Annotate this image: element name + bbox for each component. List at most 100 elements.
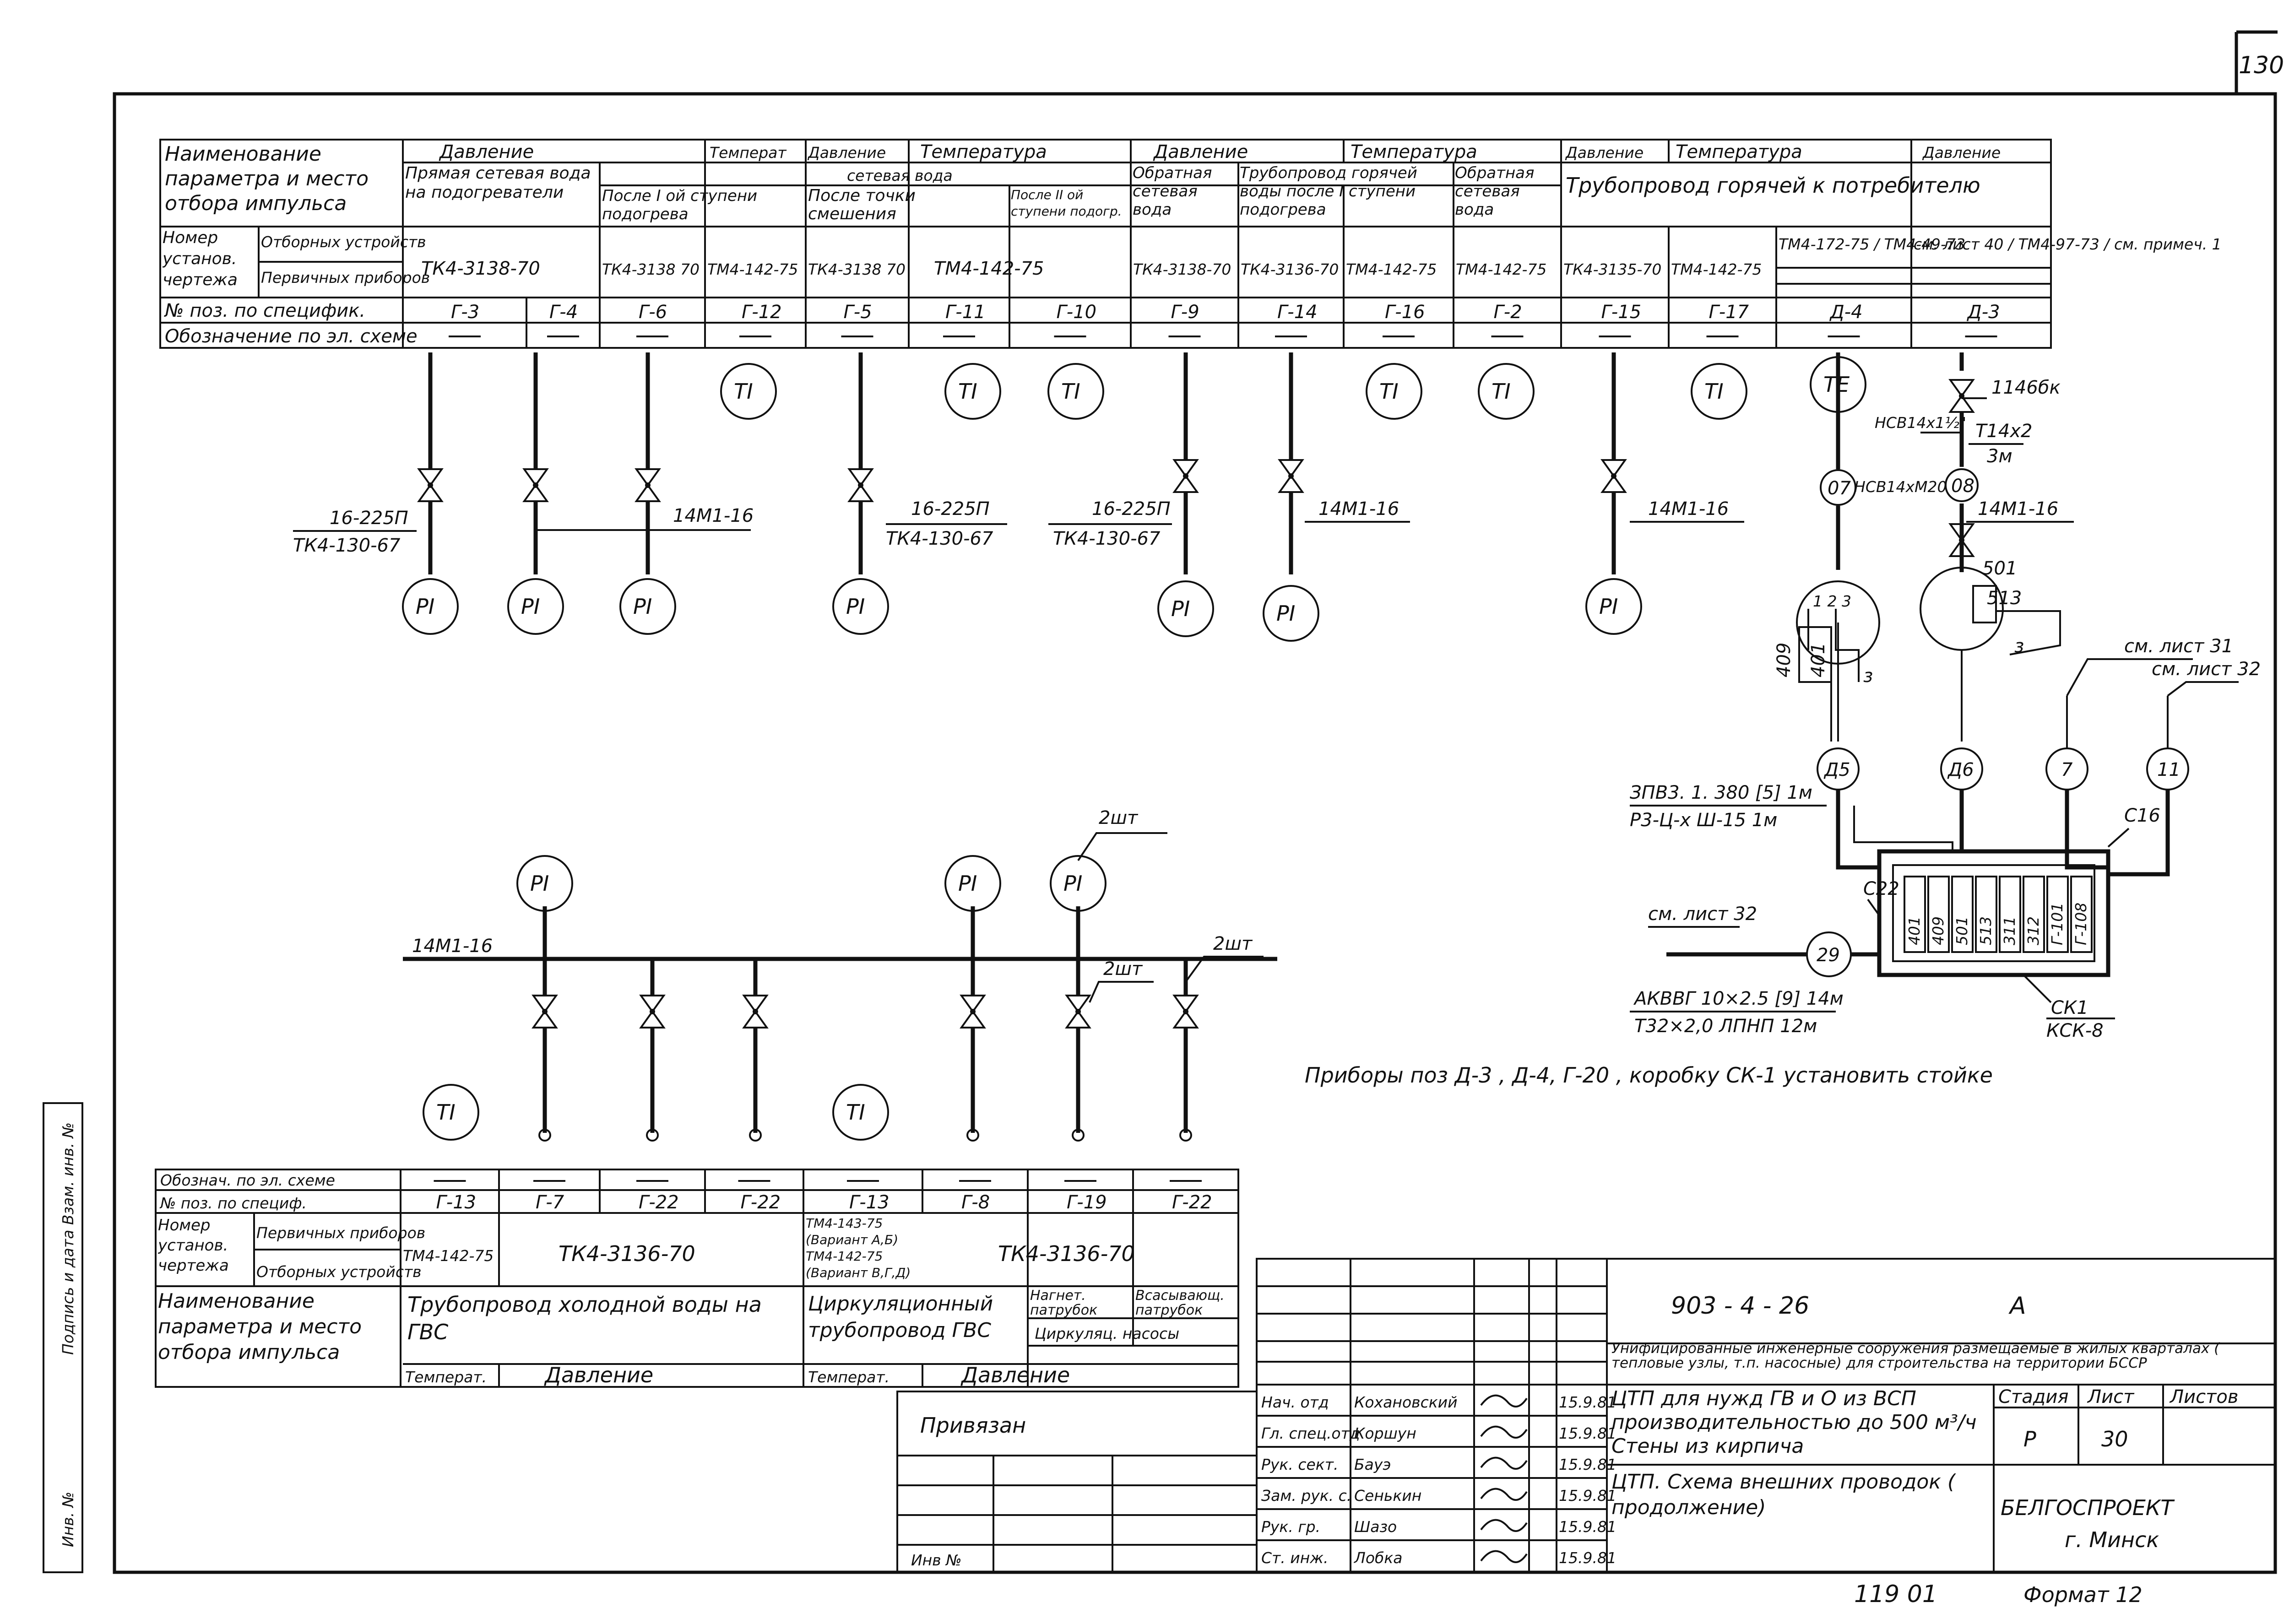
top-position-cell: Д-4	[1829, 302, 1863, 323]
stage-value: Р	[2023, 1427, 2036, 1451]
bottom-position-cell: Г-19	[1067, 1192, 1107, 1213]
hdr-pressure-5: Давление	[1922, 144, 2001, 162]
connector-d5-label: Д5	[1823, 759, 1850, 780]
cable-label-3: АКВВГ 10×2.5 [9] 14м	[1633, 988, 1844, 1009]
valve-stem	[1075, 1009, 1081, 1014]
valve-labels: 16-225П ТК4-130-67 14М1-16 16-225П ТК4-1…	[293, 498, 1744, 556]
signature	[1480, 1519, 1528, 1532]
label-t14-len: 3м	[1987, 446, 2012, 467]
terminal-label: 501	[1953, 916, 1971, 945]
temperature-indicator-label: ТI	[1379, 379, 1399, 404]
see-sheet-32b: см. лист 32	[1648, 904, 1757, 925]
cable-label-1: ЗПВ3. 1. 380 [5] 1м	[1630, 782, 1812, 803]
staff-name: Сенькин	[1354, 1487, 1421, 1505]
org-name: БЕЛГОСПРОЕКТ	[2001, 1495, 2175, 1520]
pipe-end	[646, 1129, 659, 1142]
dwg-6: ТК4-3136-70	[1241, 260, 1339, 278]
staff-name: Коршун	[1354, 1424, 1416, 1442]
bottom-label-name: Наименование параметра и место отбора им…	[158, 1289, 362, 1364]
bottom-position-cell: Г-13	[436, 1192, 477, 1213]
inv-label: Инв №	[911, 1551, 962, 1569]
staff-name: Лобка	[1354, 1549, 1403, 1567]
top-position-cell: Г-4	[549, 302, 578, 323]
sheet-header: Лист	[2087, 1386, 2135, 1407]
top-position-cell: Г-9	[1171, 302, 1199, 323]
label-c22: С22	[1863, 878, 1899, 899]
label-2pcs-b: 2шт	[1103, 958, 1143, 980]
dwg-12: см. лист 40 / ТМ4-97-73 / см. примеч. 1	[1914, 235, 2222, 253]
label-1146bk: 1146бк	[1991, 377, 2061, 398]
pipe-end	[966, 1129, 979, 1142]
bottom-dwg-3: ТК4-3136-70	[998, 1241, 1135, 1266]
page-number: 130	[2239, 52, 2284, 79]
top-position-cell: Г-17	[1709, 302, 1749, 323]
valve-stem	[1611, 473, 1616, 479]
top-position-cell: Г-11	[945, 302, 986, 323]
terminal-label: Г-108	[2072, 903, 2090, 945]
top-row-label-spec: № поз. по специфик.	[164, 300, 365, 321]
bottom-param-2: Давление	[544, 1363, 653, 1387]
label-501: 501	[1982, 558, 2017, 579]
label-c16: С16	[2124, 805, 2160, 826]
sub-hdr-6: Обратная сетевая вода	[1455, 164, 1535, 219]
label-hsv1: НСВ14х1½"	[1875, 414, 1966, 432]
circle-07	[1820, 469, 1856, 506]
pipe-end	[1179, 1129, 1192, 1142]
temperature-indicator-label: ТI	[846, 1100, 865, 1125]
label-ksk8: КСК-8	[2046, 1020, 2104, 1041]
staff-name: Кохановский	[1354, 1393, 1458, 1411]
org-city: г. Минск	[2065, 1527, 2159, 1552]
bottom-label-instr: Первичных приборов	[256, 1224, 425, 1242]
sheet-value: 30	[2101, 1427, 2128, 1451]
top-row-label-el: Обозначение по эл. схеме	[165, 326, 418, 347]
dwg-0: ТК4-3138-70	[421, 258, 540, 279]
bottom-param-1: Температ.	[405, 1368, 487, 1386]
pressure-indicator-label: РI	[633, 594, 652, 619]
temperature-indicator-label: ТI	[1061, 379, 1080, 404]
cable-label-2: Р3-Ц-х Ш-15 1м	[1630, 810, 1777, 831]
staff-date: 15.9.81	[1559, 1487, 1616, 1505]
signature	[1480, 1456, 1528, 1470]
temperature-indicator-label: ТI	[1704, 379, 1724, 404]
hdr-network-water: сетевая вода	[847, 167, 953, 184]
staff-role: Нач. отд	[1261, 1393, 1329, 1411]
staff-date: 15.9.81	[1559, 1549, 1616, 1567]
temperature-indicator	[1691, 363, 1747, 420]
terminal-cell	[1999, 876, 2021, 953]
side-stamp	[43, 1102, 83, 1573]
bottom-group-1: Трубопровод холодной воды на ГВС	[407, 1292, 762, 1344]
label-z2: з	[2014, 636, 2024, 657]
valve-stem	[858, 482, 863, 488]
circle-07-label: 07	[1828, 478, 1851, 499]
top-row-label-name: Наименование параметра и место отбора им…	[165, 142, 369, 215]
pressure-indicator	[1157, 580, 1214, 637]
valve-stem	[753, 1009, 758, 1014]
valve-stem	[1288, 473, 1294, 479]
top-table: Наименование параметра и место отбора им…	[159, 139, 2222, 349]
label-v5: 14М1-16	[1318, 498, 1399, 520]
label-v4-bot: ТК4-130-67	[1053, 528, 1161, 549]
pressure-indicator-label: РI	[1063, 871, 1082, 896]
hdr-pressure-4: Давление	[1565, 144, 1644, 162]
bottom-param-4: Давление	[960, 1363, 1070, 1387]
valve-stem	[650, 1009, 655, 1014]
sub-hdr-2: После точки смешения	[808, 187, 916, 223]
staff-date: 15.9.81	[1559, 1456, 1616, 1473]
label-2pcs-c: 2шт	[1213, 933, 1253, 954]
label-hsv2: НСВ14хМ20	[1854, 478, 1947, 496]
staff-role: Гл. спец.отд	[1261, 1424, 1360, 1442]
bottom-position-cell: Г-22	[1172, 1192, 1212, 1213]
staff-role: Ст. инж.	[1261, 1549, 1329, 1567]
label-v4-top: 16-225П	[1092, 498, 1171, 520]
title-2: ЦТП. Схема внешних проводок ( продолжени…	[1611, 1470, 1956, 1519]
bottom-dwg-0: ТМ4-142-75	[403, 1247, 494, 1265]
bottom-position-cell: Г-8	[961, 1192, 990, 1213]
temperature-indicator-label: ТI	[958, 379, 977, 404]
dwg-8: ТМ4-142-75	[1456, 260, 1546, 278]
label-v1-bot: ТК4-130-67	[293, 535, 401, 556]
label-409: 409	[1774, 643, 1795, 677]
bottom-dwg-1: ТК4-3136-70	[559, 1241, 695, 1266]
valve-stem	[542, 1009, 548, 1014]
